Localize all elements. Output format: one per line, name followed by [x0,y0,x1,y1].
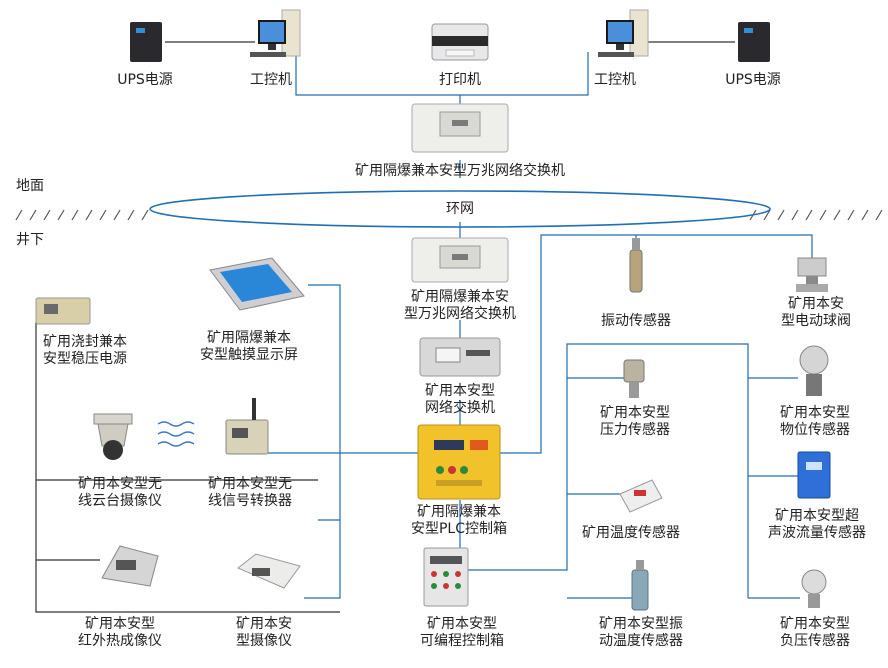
ground-below-label: 井下 [16,232,44,248]
signal-converter-icon [225,398,269,455]
camera-icon [237,553,301,589]
camera-label-line1: 矿用本安 [236,616,292,632]
neg-pressure-label: 矿用本安型 负压传感器 [760,616,870,650]
pressure-label-line1: 矿用本安型 [600,405,670,421]
touch-display-label: 矿用隔爆兼本 安型触摸显示屏 [186,330,312,364]
ultrasonic-label-line1: 矿用本安型超 [775,508,859,524]
vib-temp-label-line1: 矿用本安型振 [599,616,683,632]
level-label-line2: 物位传感器 [780,422,850,438]
ipc-left-icon [250,9,301,57]
touch-display-label-line1: 矿用隔爆兼本 [207,330,291,346]
plc-box-icon [417,424,501,500]
pressure-sensor-icon [623,359,645,398]
ground-above-label: 地面 [16,178,44,194]
level-label-line1: 矿用本安型 [780,405,850,421]
ptz-camera-label-line2: 线云台摄像仪 [78,493,162,509]
prog-box-label-line2: 可编程控制箱 [420,633,504,649]
switch-mid-label-line2: 型万兆网络交换机 [404,306,516,322]
wireless-wave-icon [157,421,195,447]
ups-left-icon [130,22,162,62]
network-switch-icon [419,337,501,377]
ultrasonic-sensor-icon [797,451,831,499]
power-supply-label: 矿用浇封兼本 安型稳压电源 [30,334,140,368]
vibration-sensor-icon [629,238,643,293]
connection-lines [268,52,813,599]
network-switch-label-line2: 网络交换机 [425,400,495,416]
switch-mid-label: 矿用隔爆兼本安 型万兆网络交换机 [380,289,540,323]
power-supply-label-line1: 矿用浇封兼本 [43,334,127,350]
ptz-camera-label: 矿用本安型无 线云台摄像仪 [58,476,182,510]
ipc-right-label: 工控机 [594,72,636,88]
network-switch-label: 矿用本安型 网络交换机 [396,383,524,417]
ball-valve-label: 矿用本安 型电动球阀 [766,296,866,330]
signal-converter-label-line2: 线信号转换器 [208,493,292,509]
signal-converter-label: 矿用本安型无 线信号转换器 [188,476,312,510]
power-supply-label-line2: 安型稳压电源 [43,351,127,367]
ups-right-icon [738,22,770,62]
switch-mid-icon [411,237,509,283]
switch-mid-label-line1: 矿用隔爆兼本安 [411,289,509,305]
ultrasonic-label-line2: 声波流量传感器 [768,525,866,541]
pressure-label-line2: 压力传感器 [600,422,670,438]
touch-display-label-line2: 安型触摸显示屏 [200,347,298,363]
ptz-camera-label-line1: 矿用本安型无 [78,476,162,492]
vibration-label: 振动传感器 [601,313,671,329]
ball-valve-icon [796,257,828,292]
camera-label-line2: 型摄像仪 [236,633,292,649]
thermal-camera-label-line1: 矿用本安型 [85,616,155,632]
prog-box-label: 矿用本安型 可编程控制箱 [392,616,532,650]
switch-top-icon [411,103,509,153]
ipc-right-icon [598,9,649,57]
thermal-camera-label-line2: 红外热成像仪 [78,633,162,649]
neg-pressure-sensor-icon [801,569,827,608]
network-switch-label-line1: 矿用本安型 [425,383,495,399]
vib-temp-label: 矿用本安型振 动温度传感器 [578,616,704,650]
touch-display-icon [209,257,305,311]
prog-box-icon [423,547,469,607]
ring-label: 环网 [446,201,474,217]
ptz-camera-icon [93,413,133,460]
thermal-camera-icon [101,545,159,587]
printer-icon [431,23,489,61]
vib-temp-label-line2: 动温度传感器 [599,633,683,649]
camera-label: 矿用本安 型摄像仪 [214,616,314,650]
thermal-camera-label: 矿用本安型 红外热成像仪 [64,616,176,650]
ball-valve-label-line2: 型电动球阀 [781,313,851,329]
printer-label: 打印机 [439,72,481,88]
signal-converter-label-line1: 矿用本安型无 [208,476,292,492]
level-label: 矿用本安型 物位传感器 [760,405,870,439]
ring-network [149,190,771,228]
level-sensor-icon [799,345,829,396]
vib-temp-sensor-icon [631,560,649,611]
neg-pressure-label-line1: 矿用本安型 [780,616,850,632]
plc-box-label: 矿用隔爆兼本 安型PLC控制箱 [384,504,534,538]
ipc-left-label: 工控机 [250,72,292,88]
temperature-label: 矿用温度传感器 [582,525,680,541]
prog-box-label-line1: 矿用本安型 [427,616,497,632]
ultrasonic-label: 矿用本安型超 声波流量传感器 [752,508,882,542]
ups-right-label: UPS电源 [725,72,781,88]
temperature-sensor-icon [619,479,663,513]
ball-valve-label-line1: 矿用本安 [788,296,844,312]
neg-pressure-label-line2: 负压传感器 [780,633,850,649]
ups-left-label: UPS电源 [117,72,173,88]
switch-top-label: 矿用隔爆兼本安型万兆网络交换机 [355,163,565,179]
power-supply-icon [35,297,91,325]
plc-box-label-line1: 矿用隔爆兼本 [417,504,501,520]
plc-box-label-line2: 安型PLC控制箱 [410,521,508,537]
pressure-label: 矿用本安型 压力传感器 [580,405,690,439]
black-lines [35,41,735,613]
